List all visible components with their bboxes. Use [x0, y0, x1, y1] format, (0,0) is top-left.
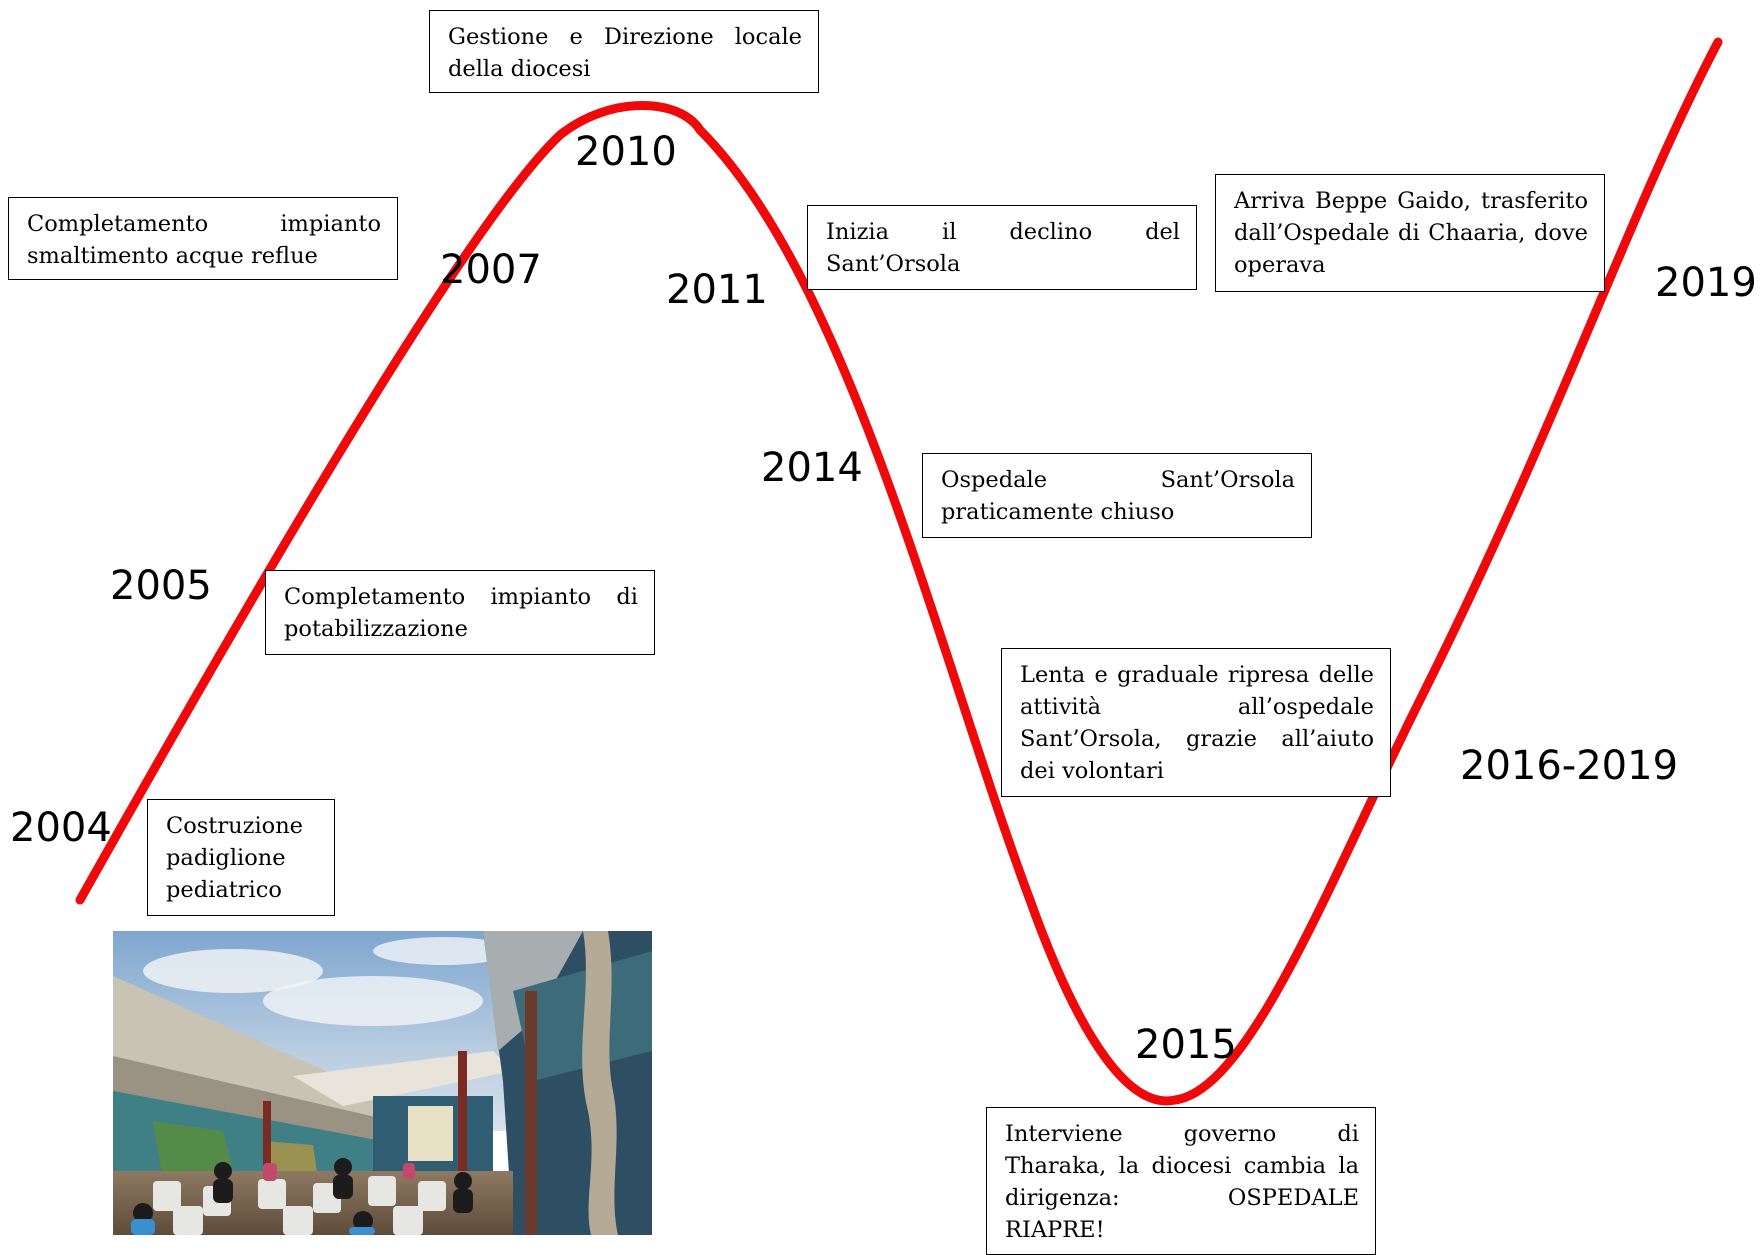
- note-ospedale-chiuso: Ospedale Sant’Orsola praticamente chiuso: [922, 453, 1312, 538]
- note-impianto-acque-reflue: Completamento impianto smaltimento acque…: [8, 197, 398, 280]
- year-label-2019: 2019: [1655, 260, 1757, 306]
- year-label-2011: 2011: [666, 267, 768, 313]
- note-costruzione-padiglione: Costruzione padiglione pediatrico: [147, 799, 335, 916]
- note-lenta-ripresa: Lenta e graduale ripresa delle attività …: [1001, 648, 1391, 797]
- note-governo-tharaka: Interviene governo di Tharaka, la dioces…: [986, 1107, 1376, 1255]
- year-label-2005: 2005: [110, 563, 212, 609]
- note-impianto-potabilizzazione: Completamento impianto di potabilizzazio…: [265, 570, 655, 655]
- hospital-courtyard-photo: [113, 931, 652, 1235]
- year-label-2016-2019: 2016-2019: [1460, 743, 1679, 789]
- note-gestione-diocesi: Gestione e Direzione locale della dioces…: [429, 10, 819, 93]
- note-arriva-beppe-gaido: Arriva Beppe Gaido, trasferito dall’Ospe…: [1215, 174, 1605, 292]
- note-inizia-declino: Inizia il declino del Sant’Orsola: [807, 205, 1197, 290]
- year-label-2015: 2015: [1135, 1022, 1237, 1068]
- timeline-curve: [75, 37, 1723, 1106]
- year-label-2010: 2010: [575, 129, 677, 175]
- year-label-2007: 2007: [440, 247, 542, 293]
- year-label-2014: 2014: [761, 445, 863, 491]
- year-label-2004: 2004: [10, 805, 112, 851]
